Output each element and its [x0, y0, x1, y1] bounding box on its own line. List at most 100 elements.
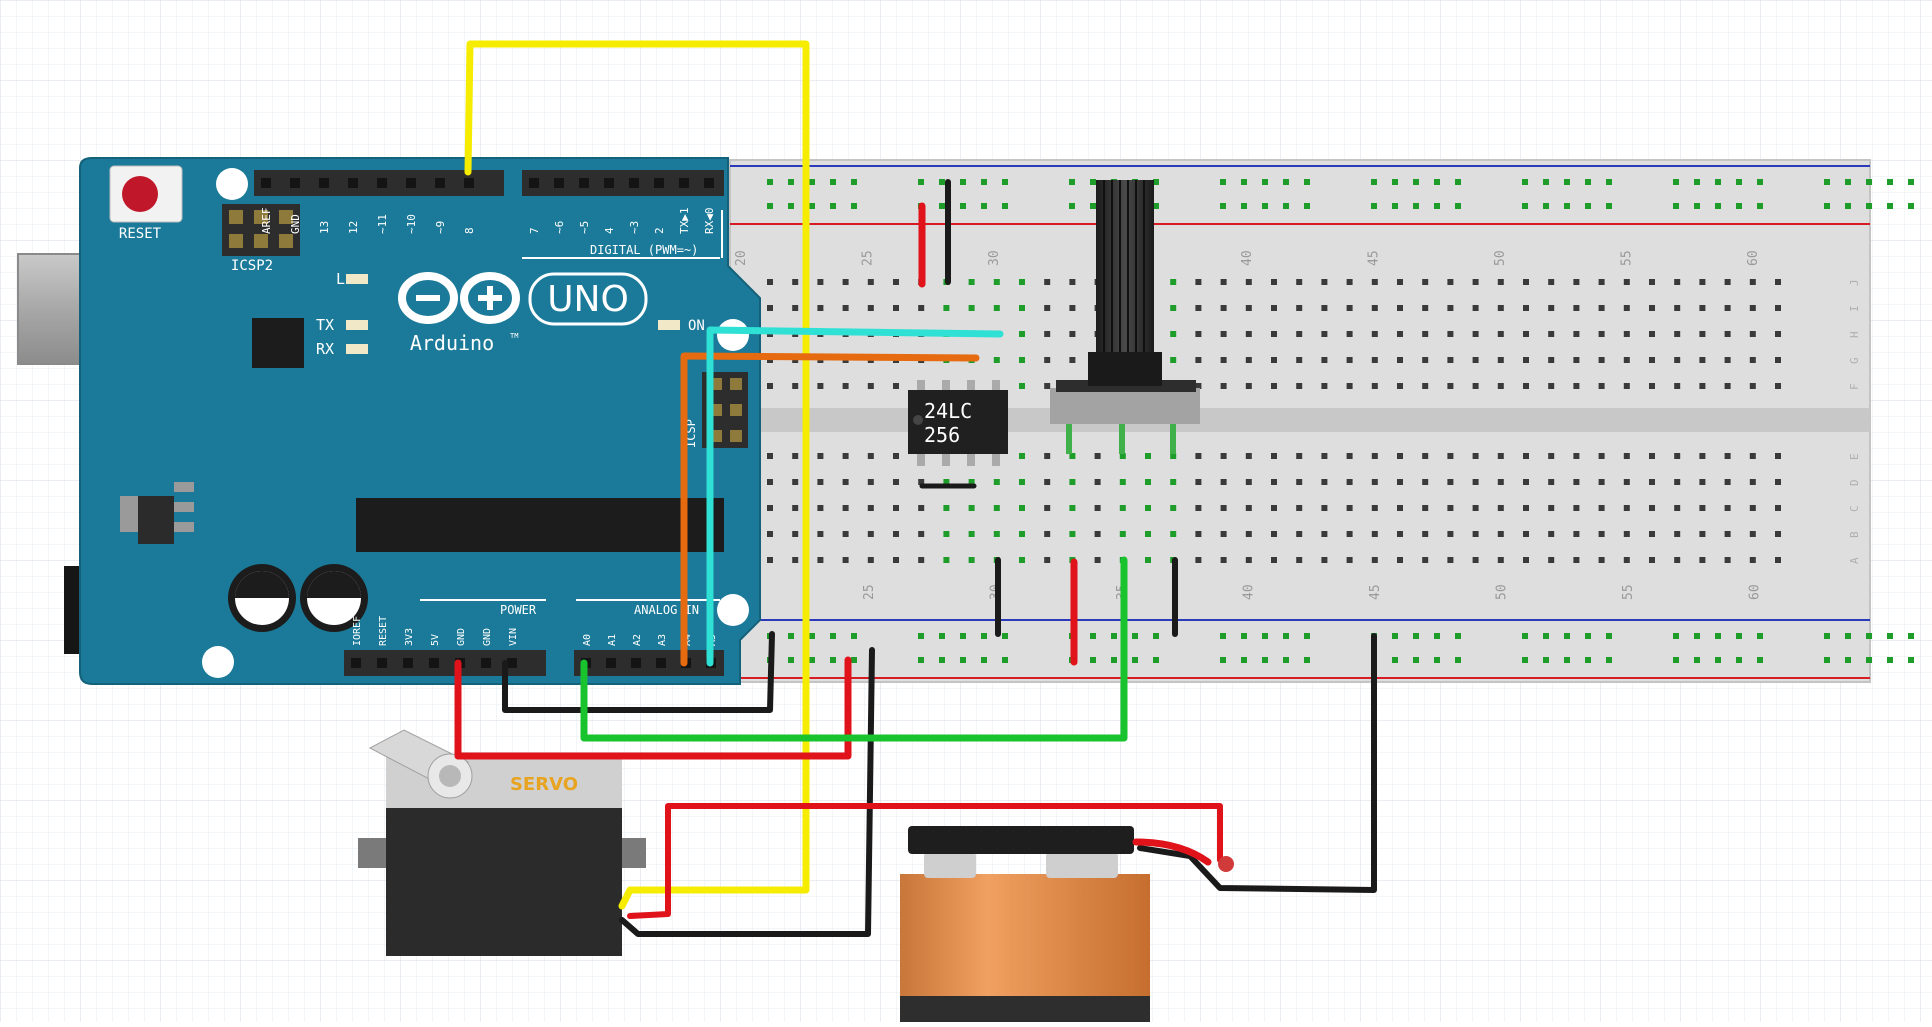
breadboard-hole[interactable]: [1775, 505, 1781, 511]
breadboard-hole[interactable]: [1674, 453, 1681, 459]
breadboard-hole[interactable]: [1422, 383, 1429, 389]
breadboard-hole[interactable]: [1220, 505, 1227, 511]
breadboard-hole[interactable]: [1145, 479, 1151, 485]
rail-hole[interactable]: [1283, 633, 1289, 639]
rail-hole[interactable]: [1090, 179, 1096, 185]
breadboard-hole[interactable]: [1472, 331, 1479, 337]
breadboard-hole[interactable]: [1724, 331, 1731, 337]
breadboard-hole[interactable]: [1523, 383, 1529, 389]
breadboard-hole[interactable]: [1699, 383, 1706, 389]
rail-hole[interactable]: [1715, 657, 1721, 663]
breadboard-hole[interactable]: [993, 305, 1000, 311]
breadboard-hole[interactable]: [1598, 453, 1605, 459]
wire-red-5v[interactable]: [454, 656, 852, 760]
header-pin[interactable]: [631, 658, 641, 668]
breadboard-hole[interactable]: [1195, 279, 1202, 285]
rail-hole[interactable]: [1283, 179, 1289, 185]
rail-hole[interactable]: [960, 633, 966, 639]
header-pin[interactable]: [429, 658, 439, 668]
breadboard-hole[interactable]: [1397, 357, 1403, 363]
breadboard-hole[interactable]: [1321, 505, 1328, 511]
breadboard-hole[interactable]: [1346, 331, 1353, 337]
rail-hole[interactable]: [1455, 633, 1461, 639]
wire-green-a0[interactable]: [580, 556, 1128, 742]
breadboard-hole[interactable]: [1674, 357, 1681, 363]
breadboard-hole[interactable]: [767, 383, 773, 389]
breadboard-hole[interactable]: [1724, 279, 1731, 285]
breadboard-hole[interactable]: [1573, 331, 1580, 337]
rail-hole[interactable]: [1845, 657, 1851, 663]
wire-red-battery-lead[interactable]: [1132, 838, 1212, 866]
breadboard-hole[interactable]: [1497, 479, 1504, 485]
breadboard-hole[interactable]: [1497, 383, 1504, 389]
breadboard-hole[interactable]: [1220, 383, 1227, 389]
breadboard-hole[interactable]: [1296, 305, 1303, 311]
breadboard-hole[interactable]: [1649, 383, 1655, 389]
breadboard-hole[interactable]: [1422, 305, 1429, 311]
breadboard-hole[interactable]: [918, 531, 925, 537]
header-pin[interactable]: [606, 658, 616, 668]
rail-hole[interactable]: [1845, 203, 1851, 209]
breadboard-hole[interactable]: [1271, 357, 1277, 363]
breadboard-hole[interactable]: [1649, 505, 1655, 511]
breadboard-hole[interactable]: [1497, 531, 1504, 537]
rail-hole[interactable]: [1220, 657, 1226, 663]
rail-hole[interactable]: [1153, 203, 1159, 209]
breadboard-hole[interactable]: [1422, 331, 1429, 337]
breadboard-hole[interactable]: [1145, 531, 1151, 537]
breadboard-hole[interactable]: [893, 453, 899, 459]
breadboard-hole[interactable]: [1447, 383, 1454, 389]
breadboard-hole[interactable]: [1346, 505, 1353, 511]
rail-hole[interactable]: [1866, 203, 1872, 209]
breadboard-hole[interactable]: [1749, 357, 1756, 363]
breadboard-hole[interactable]: [1397, 331, 1403, 337]
rail-hole[interactable]: [1283, 203, 1289, 209]
breadboard-hole[interactable]: [1245, 479, 1252, 485]
breadboard-hole[interactable]: [1245, 505, 1252, 511]
breadboard-hole[interactable]: [1296, 557, 1303, 563]
breadboard-hole[interactable]: [1019, 357, 1025, 363]
breadboard-hole[interactable]: [842, 479, 849, 485]
breadboard-hole[interactable]: [1069, 531, 1076, 537]
rail-hole[interactable]: [851, 657, 857, 663]
breadboard-hole[interactable]: [792, 305, 799, 311]
breadboard-hole[interactable]: [1371, 453, 1378, 459]
rail-hole[interactable]: [1887, 203, 1893, 209]
breadboard-hole[interactable]: [1019, 531, 1025, 537]
wire-red-battery[interactable]: [627, 803, 1223, 919]
rail-hole[interactable]: [1392, 203, 1398, 209]
rail-hole[interactable]: [788, 657, 794, 663]
rail-hole[interactable]: [1585, 657, 1591, 663]
rail-hole[interactable]: [1304, 179, 1310, 185]
rail-hole[interactable]: [1522, 179, 1528, 185]
breadboard-hole[interactable]: [968, 279, 975, 285]
breadboard-hole[interactable]: [1271, 505, 1277, 511]
breadboard-hole[interactable]: [1749, 505, 1756, 511]
breadboard-hole[interactable]: [1447, 453, 1454, 459]
rail-hole[interactable]: [830, 633, 836, 639]
breadboard-hole[interactable]: [767, 531, 773, 537]
breadboard-hole[interactable]: [1497, 505, 1504, 511]
breadboard-hole[interactable]: [1674, 331, 1681, 337]
breadboard-hole[interactable]: [1749, 305, 1756, 311]
rail-hole[interactable]: [1392, 179, 1398, 185]
rail-hole[interactable]: [767, 203, 773, 209]
breadboard-hole[interactable]: [1447, 305, 1454, 311]
breadboard-hole[interactable]: [1573, 357, 1580, 363]
breadboard-hole[interactable]: [1472, 279, 1479, 285]
breadboard-hole[interactable]: [1044, 279, 1051, 285]
breadboard-hole[interactable]: [1775, 479, 1781, 485]
breadboard-hole[interactable]: [1019, 557, 1025, 563]
breadboard-hole[interactable]: [993, 479, 1000, 485]
breadboard-hole[interactable]: [1019, 331, 1025, 337]
breadboard-hole[interactable]: [792, 453, 799, 459]
breadboard-hole[interactable]: [1523, 331, 1529, 337]
rail-hole[interactable]: [1606, 657, 1612, 663]
rail-hole[interactable]: [1392, 633, 1398, 639]
breadboard-hole[interactable]: [1649, 357, 1655, 363]
header-pin[interactable]: [507, 658, 517, 668]
breadboard-hole[interactable]: [918, 479, 925, 485]
breadboard-hole[interactable]: [1346, 479, 1353, 485]
breadboard-hole[interactable]: [1699, 331, 1706, 337]
wire-cyan[interactable]: [706, 326, 1004, 667]
